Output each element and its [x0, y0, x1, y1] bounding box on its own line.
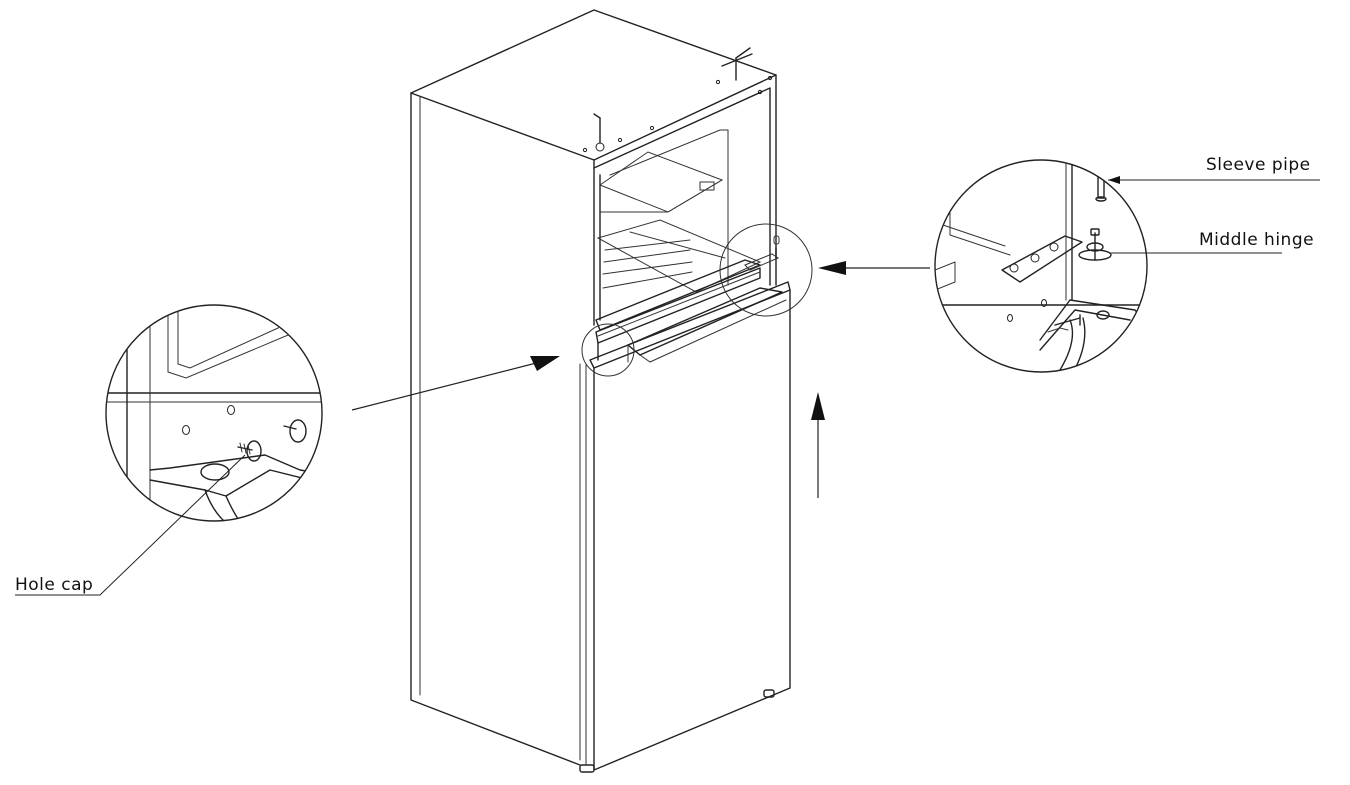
hole-cap-label: Hole cap: [15, 575, 93, 595]
hole-cap-detail-view: [105, 304, 323, 522]
hinge-detail-circle-right: [719, 223, 813, 317]
hole-cap-leader: [15, 454, 246, 596]
arrow-to-right-hinge: [818, 261, 930, 275]
fridge-door: [579, 281, 791, 773]
refrigerator: [410, 9, 813, 773]
sleeve-pipe-leader: [1108, 176, 1320, 184]
arrow-door-upward: [811, 392, 825, 498]
sleeve-pipe-label: Sleeve pipe: [1206, 155, 1311, 175]
middle-hinge-detail-view: [934, 159, 1148, 373]
middle-hinge-label: Middle hinge: [1199, 230, 1314, 250]
middle-hinge-on-fridge: [744, 235, 780, 271]
refrigerator-cabinet: [410, 9, 777, 766]
hinge-detail-circle-left: [581, 323, 635, 377]
freezer-compartment: [593, 87, 771, 361]
arrow-to-left-hinge: [351, 356, 560, 411]
